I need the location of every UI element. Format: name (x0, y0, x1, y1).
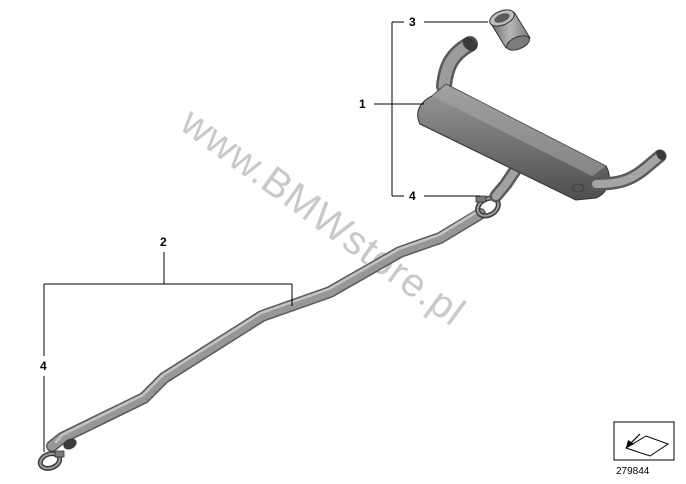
pipe-clamp-lower (37, 450, 65, 471)
document-number: 279844 (616, 466, 650, 477)
front-pipe (46, 208, 486, 452)
rear-muffler (417, 36, 667, 201)
leader-lines (43, 21, 488, 452)
tailpipe-trim (489, 9, 531, 51)
callout-2: 2 (160, 235, 167, 249)
callout-4-lower: 4 (40, 359, 47, 373)
callout-3: 3 (409, 15, 416, 29)
exhaust-orientation-icon (613, 421, 675, 461)
callout-1: 1 (359, 97, 366, 111)
callout-4-upper: 4 (409, 189, 416, 203)
